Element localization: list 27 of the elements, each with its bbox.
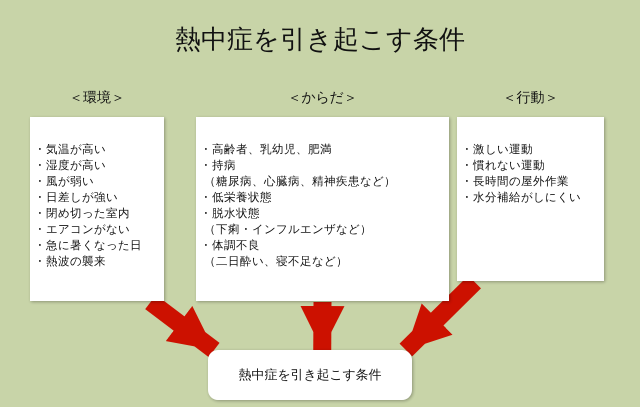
list-item: ・風が弱い (34, 173, 94, 189)
list-item: ・長時間の屋外作業 (461, 173, 569, 189)
block-arrow (300, 302, 344, 350)
list-item: ・熱波の襲来 (34, 253, 106, 269)
category-heading: ＜からだ＞ (286, 89, 358, 107)
list-item: ・急に暑くなった日 (34, 237, 142, 253)
list-item: ・脱水状態 (200, 205, 260, 221)
diagram-title: 熱中症を引き起こす条件 (174, 24, 466, 57)
list-item: ・水分補給がしにくい (461, 189, 581, 205)
list-item: ・体調不良 (200, 237, 260, 253)
list-item: （二日酔い、寝不足など） (204, 253, 348, 269)
result-box (208, 350, 412, 400)
list-item: ・激しい運動 (461, 141, 533, 157)
list-item: ・閉め切った室内 (34, 205, 130, 221)
list-item: （下痢・インフルエンザなど） (204, 221, 372, 237)
category-heading: ＜環境＞ (68, 89, 126, 107)
list-item: ・エアコンがない (34, 221, 130, 237)
list-item: ・低栄養状態 (200, 189, 272, 205)
list-item: ・持病 (200, 157, 236, 173)
result-text: 熱中症を引き起こす条件 (238, 367, 382, 384)
list-item: ・日差しが強い (34, 189, 118, 205)
list-item: ・湿度が高い (34, 157, 106, 173)
list-item: ・気温が高い (34, 141, 106, 157)
list-item: ・高齢者、乳幼児、肥満 (200, 141, 332, 157)
category-heading: ＜行動＞ (502, 89, 560, 107)
list-item: （糖尿病、心臓病、精神疾患など） (204, 173, 396, 189)
list-item: ・慣れない運動 (461, 157, 545, 173)
